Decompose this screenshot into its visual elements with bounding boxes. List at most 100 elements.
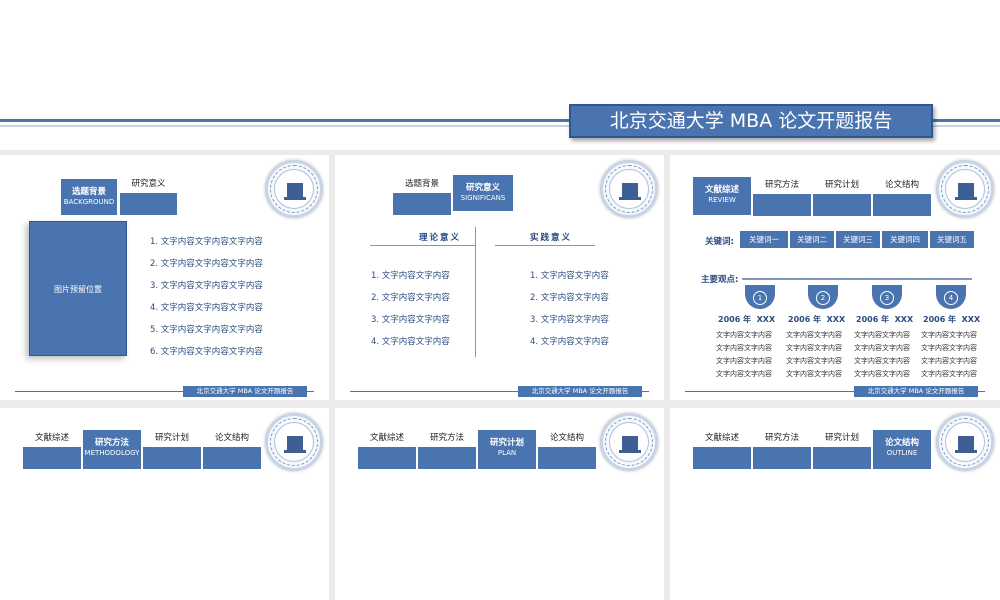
tab-review[interactable]: 文献综述	[23, 433, 81, 469]
tab-outline-active[interactable]: 论文结构 OUTLINE	[873, 430, 931, 469]
tab-methodology[interactable]: 研究方法	[753, 180, 811, 216]
column-title-practice: 实践意义	[530, 233, 573, 243]
column-divider	[475, 227, 476, 357]
tab-label: 选题背景	[404, 179, 439, 189]
slide-significance[interactable]: 选题背景 研究意义 SIGNIFICANS 理论意义 实践意义 1. 文字内容文…	[335, 155, 664, 400]
tab-background-active[interactable]: 选题背景 BACKGROUND	[61, 179, 117, 215]
point-text: 文字内容文字内容	[716, 370, 772, 378]
point-year: 2006 年 XXX	[788, 315, 846, 324]
list-item: 6. 文字内容文字内容文字内容	[150, 347, 263, 357]
tab-review[interactable]: 文献综述	[358, 433, 416, 469]
list-item: 4. 文字内容文字内容文字内容	[150, 303, 263, 313]
list-item: 1. 文字内容文字内容	[371, 271, 450, 281]
tab-label: 选题背景	[71, 187, 106, 197]
title-rule	[0, 119, 1000, 122]
list-item: 2. 文字内容文字内容文字内容	[150, 259, 263, 269]
tab-sublabel: PLAN	[497, 449, 517, 457]
title-rule-light	[0, 125, 1000, 127]
tab-methodology-active[interactable]: 研究方法 METHODOLOGY	[83, 430, 141, 469]
point-year: 2006 年 XXX	[923, 315, 981, 324]
tab-plan-active[interactable]: 研究计划 PLAN	[478, 430, 536, 469]
tab-sublabel: BACKGROUND	[63, 198, 115, 206]
tab-label: 文献综述	[704, 433, 739, 443]
list-item: 4. 文字内容文字内容	[530, 337, 609, 347]
tab-label: 研究计划	[154, 433, 189, 443]
point-year: 2006 年 XXX	[718, 315, 776, 324]
keyword-tag[interactable]: 关键词一	[740, 231, 788, 248]
tab-outline[interactable]: 论文结构	[873, 180, 931, 216]
point-text: 文字内容文字内容	[716, 331, 772, 339]
column-rule	[495, 245, 595, 246]
keyword-tag[interactable]: 关键词二	[790, 231, 834, 248]
slide-methodology[interactable]: 文献综述 研究方法 METHODOLOGY 研究计划 论文结构	[0, 408, 329, 600]
tab-label: 研究方法	[764, 180, 799, 190]
tab-label: 文献综述	[704, 185, 739, 195]
tab-label: 文献综述	[34, 433, 69, 443]
page-title: 北京交通大学 MBA 论文开题报告	[569, 104, 933, 138]
university-seal-logo	[265, 413, 323, 471]
list-item: 3. 文字内容文字内容文字内容	[150, 281, 263, 291]
university-seal-logo	[265, 160, 323, 218]
tab-plan[interactable]: 研究计划	[813, 433, 871, 469]
point-text: 文字内容文字内容	[854, 331, 910, 339]
tab-label: 论文结构	[214, 433, 249, 443]
point-text: 文字内容文字内容	[921, 331, 977, 339]
point-text: 文字内容文字内容	[716, 344, 772, 352]
list-item: 1. 文字内容文字内容文字内容	[150, 237, 263, 247]
points-label: 主要观点:	[701, 275, 739, 285]
tab-methodology[interactable]: 研究方法	[418, 433, 476, 469]
university-seal-logo	[600, 160, 658, 218]
slide-outline[interactable]: 文献综述 研究方法 研究计划 论文结构 OUTLINE	[670, 408, 1000, 600]
tab-review[interactable]: 文献综述	[693, 433, 751, 469]
point-text: 文字内容文字内容	[786, 370, 842, 378]
keyword-tag[interactable]: 关键词三	[836, 231, 880, 248]
tab-label: 论文结构	[884, 438, 919, 448]
tab-background[interactable]: 选题背景	[393, 179, 451, 215]
tab-sublabel: OUTLINE	[886, 449, 918, 457]
list-item: 4. 文字内容文字内容	[371, 337, 450, 347]
point-text: 文字内容文字内容	[921, 357, 977, 365]
tab-sublabel: METHODOLOGY	[84, 449, 140, 457]
tab-significance[interactable]: 研究意义	[120, 179, 177, 215]
tab-methodology[interactable]: 研究方法	[753, 433, 811, 469]
list-item: 2. 文字内容文字内容	[530, 293, 609, 303]
timeline-number: 3	[880, 291, 894, 305]
slide-background[interactable]: 选题背景 BACKGROUND 研究意义 图片预留位置 1. 文字内容文字内容文…	[0, 155, 329, 400]
tab-label: 研究计划	[824, 180, 859, 190]
point-text: 文字内容文字内容	[854, 370, 910, 378]
point-year: 2006 年 XXX	[856, 315, 914, 324]
tab-sublabel: SIGNIFICANS	[460, 194, 506, 202]
university-seal-logo	[936, 160, 994, 218]
point-text: 文字内容文字内容	[716, 357, 772, 365]
slide-plan[interactable]: 文献综述 研究方法 研究计划 PLAN 论文结构	[335, 408, 664, 600]
footer-label: 北京交通大学 MBA 论文开题报告	[518, 386, 642, 397]
point-text: 文字内容文字内容	[786, 331, 842, 339]
tab-label: 研究方法	[94, 438, 129, 448]
footer-rule	[15, 391, 314, 392]
tab-outline[interactable]: 论文结构	[203, 433, 261, 469]
keyword-tag[interactable]: 关键词五	[930, 231, 974, 248]
tab-label: 研究方法	[764, 433, 799, 443]
point-text: 文字内容文字内容	[854, 357, 910, 365]
tab-significance-active[interactable]: 研究意义 SIGNIFICANS	[453, 175, 513, 211]
point-text: 文字内容文字内容	[786, 344, 842, 352]
list-item: 1. 文字内容文字内容	[530, 271, 609, 281]
footer-label: 北京交通大学 MBA 论文开题报告	[183, 386, 307, 397]
point-text: 文字内容文字内容	[921, 370, 977, 378]
tab-outline[interactable]: 论文结构	[538, 433, 596, 469]
footer-rule	[685, 391, 985, 392]
timeline-number: 4	[944, 291, 958, 305]
tab-plan[interactable]: 研究计划	[813, 180, 871, 216]
list-item: 3. 文字内容文字内容	[530, 315, 609, 325]
tab-label: 研究计划	[824, 433, 859, 443]
tab-label: 研究意义	[465, 183, 500, 193]
tab-plan[interactable]: 研究计划	[143, 433, 201, 469]
keyword-tag[interactable]: 关键词四	[882, 231, 928, 248]
tab-review-active[interactable]: 文献综述 REVIEW	[693, 177, 751, 215]
university-seal-logo	[936, 413, 994, 471]
column-rule	[370, 245, 475, 246]
tab-label: 论文结构	[549, 433, 584, 443]
slide-review[interactable]: 文献综述 REVIEW 研究方法 研究计划 论文结构 关键词: 关键词一 关键词…	[670, 155, 1000, 400]
list-item: 2. 文字内容文字内容	[371, 293, 450, 303]
point-text: 文字内容文字内容	[921, 344, 977, 352]
